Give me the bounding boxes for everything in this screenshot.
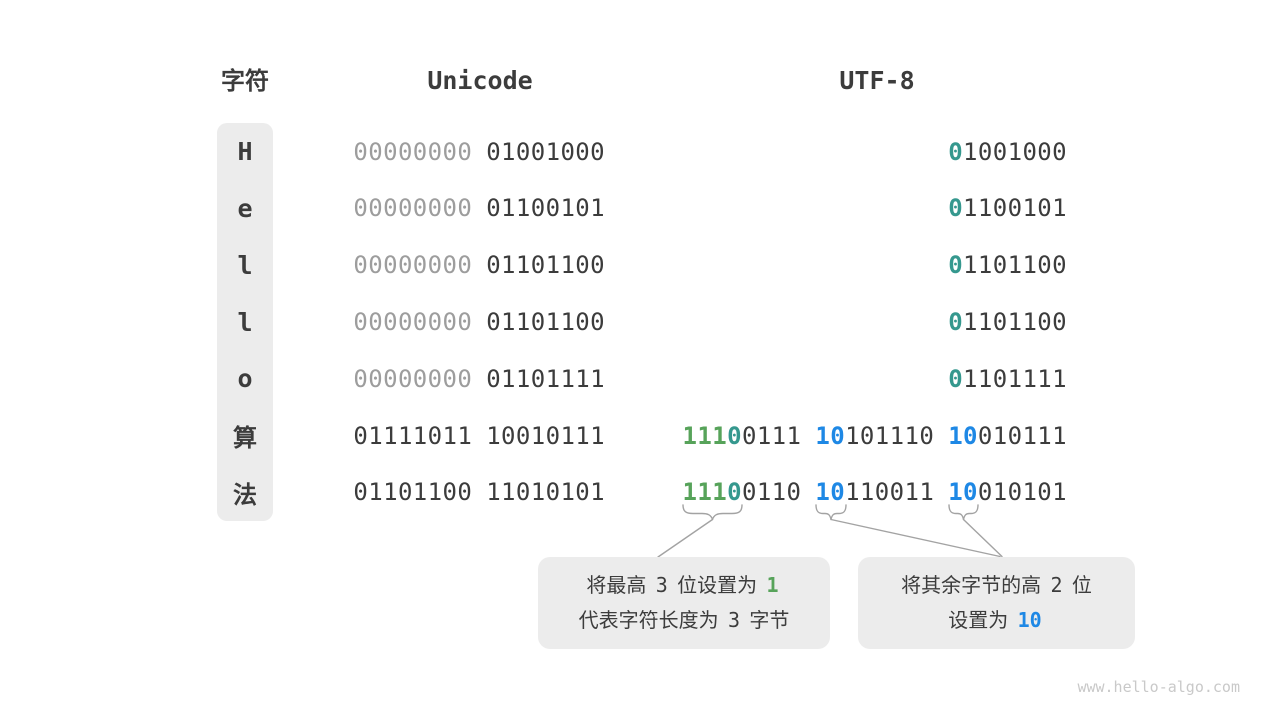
utf8-value: 01100101 bbox=[948, 194, 1067, 222]
char-cell: o bbox=[237, 364, 253, 394]
header-char-label: 字符 bbox=[221, 67, 269, 95]
callout-high-bits: 将最高 3 位设置为 1 代表字符长度为 3 字节 bbox=[538, 557, 830, 649]
underbrace-byte2-icon bbox=[815, 504, 847, 521]
header-utf8-label: UTF-8 bbox=[839, 66, 915, 95]
char-cell: H bbox=[237, 136, 253, 166]
char-cell: 法 bbox=[233, 481, 257, 510]
utf8-value: 01001000 bbox=[948, 138, 1067, 166]
char-cell: e bbox=[237, 193, 253, 223]
callout-continuation-bits: 将其余字节的高 2 位 设置为 10 bbox=[858, 557, 1135, 649]
utf8-value: 01101100 bbox=[948, 251, 1067, 279]
char-cell: l bbox=[237, 307, 253, 337]
callout-high-bits-line1: 将最高 3 位设置为 1 bbox=[586, 573, 779, 597]
char-cell: l bbox=[237, 250, 253, 280]
utf8-value: 01101100 bbox=[948, 308, 1067, 336]
utf8-value: 01101111 bbox=[948, 365, 1067, 393]
callout-continuation-bits-line1: 将其余字节的高 2 位 bbox=[901, 573, 1092, 597]
callout-high-bits-line2: 代表字符长度为 3 字节 bbox=[578, 608, 790, 632]
connector-line-left bbox=[657, 518, 714, 558]
connector-line-mid bbox=[830, 518, 1001, 558]
connector-line-right bbox=[962, 518, 1003, 558]
callout-continuation-bits-line2: 设置为 10 bbox=[948, 608, 1042, 632]
header-unicode-label: Unicode bbox=[427, 66, 533, 95]
char-cell: 算 bbox=[233, 424, 257, 453]
watermark: www.hello-algo.com bbox=[1077, 678, 1240, 696]
underbrace-byte3-icon bbox=[948, 504, 979, 521]
underbrace-prefix-icon bbox=[682, 504, 743, 521]
